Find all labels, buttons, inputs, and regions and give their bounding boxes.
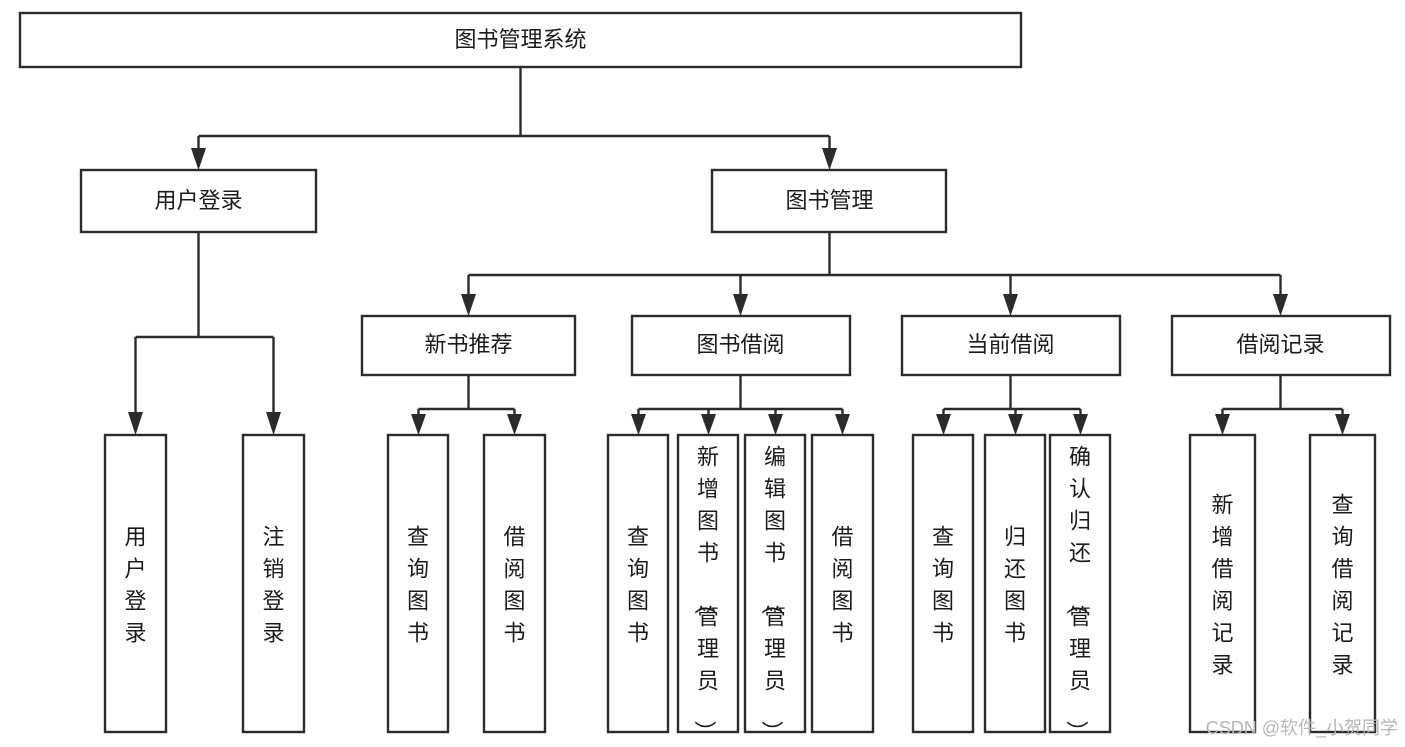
arrow-borrow-record-to-leaf-2 bbox=[1335, 414, 1350, 435]
arrow-book-manage-to-borrow-record bbox=[1273, 294, 1288, 316]
csdn-watermark: CSDN @软件_小贺同学 bbox=[1206, 718, 1398, 739]
node-leaf-query-book-1-box[interactable] bbox=[386, 433, 450, 734]
arrow-root-to-book-manage bbox=[822, 148, 837, 170]
node-leaf-add-book[interactable]: 新增图书（管理员） bbox=[676, 433, 740, 742]
node-leaf-borrow-book-1[interactable]: 借阅图书 bbox=[482, 433, 547, 734]
node-leaf-logout-login-label: 注销登录 bbox=[262, 524, 284, 645]
node-book-manage-box[interactable] bbox=[710, 168, 948, 234]
node-leaf-return-book[interactable]: 归还图书 bbox=[983, 433, 1047, 734]
node-book-borrow-box[interactable] bbox=[630, 314, 852, 377]
node-leaf-query-book-2[interactable]: 查询图书 bbox=[606, 433, 670, 734]
node-leaf-edit-book[interactable]: 编辑图书（管理员） bbox=[743, 433, 807, 742]
arrow-new-book-to-leaf-2 bbox=[507, 414, 522, 435]
node-leaf-query-borrow-rec[interactable]: 查询借阅记录 bbox=[1308, 433, 1377, 734]
arrow-book-borrow-to-leaf-2 bbox=[701, 414, 716, 435]
node-root-label: 图书管理系统 bbox=[454, 27, 586, 52]
node-leaf-query-book-2-label: 查询图书 bbox=[627, 524, 649, 645]
node-leaf-query-borrow-rec-box[interactable] bbox=[1308, 433, 1377, 734]
node-current-borrow[interactable]: 当前借阅 bbox=[900, 314, 1122, 377]
arrow-user-login-to-leaf-2 bbox=[266, 412, 281, 435]
node-book-manage[interactable]: 图书管理 bbox=[710, 168, 948, 234]
node-leaf-add-borrow-rec-box[interactable] bbox=[1188, 433, 1257, 734]
node-leaf-query-book-1[interactable]: 查询图书 bbox=[386, 433, 450, 734]
node-leaf-query-book-3-box[interactable] bbox=[911, 433, 975, 734]
connector-layer bbox=[128, 67, 1350, 435]
node-leaf-borrow-book-1-box[interactable] bbox=[482, 433, 547, 734]
node-leaf-return-book-box[interactable] bbox=[983, 433, 1047, 734]
node-root-box[interactable] bbox=[18, 11, 1023, 69]
node-leaf-query-book-3[interactable]: 查询图书 bbox=[911, 433, 975, 734]
node-leaf-confirm-return[interactable]: 确认归还（管理员） bbox=[1048, 433, 1112, 742]
node-leaf-confirm-return-label: 确认归还（管理员） bbox=[1064, 444, 1091, 742]
node-user-login[interactable]: 用户登录 bbox=[79, 168, 318, 234]
arrow-current-borrow-to-leaf-2 bbox=[1008, 414, 1023, 435]
arrow-new-book-to-leaf-1 bbox=[411, 414, 426, 435]
arrow-book-manage-to-new-book bbox=[461, 294, 476, 316]
node-leaf-borrow-book-2-box[interactable] bbox=[810, 433, 875, 734]
node-borrow-record-label: 借阅记录 bbox=[1236, 332, 1324, 357]
arrow-book-borrow-to-leaf-1 bbox=[631, 414, 646, 435]
node-user-login-box[interactable] bbox=[79, 168, 318, 234]
node-leaf-add-borrow-rec[interactable]: 新增借阅记录 bbox=[1188, 433, 1257, 734]
node-leaf-logout-login-box[interactable] bbox=[241, 433, 306, 734]
node-leaf-add-book-label: 新增图书（管理员） bbox=[692, 444, 719, 742]
node-current-borrow-box[interactable] bbox=[900, 314, 1122, 377]
node-leaf-user-login[interactable]: 用户登录 bbox=[103, 433, 168, 734]
node-leaf-add-book-box[interactable] bbox=[676, 433, 740, 734]
node-borrow-record-box[interactable] bbox=[1170, 314, 1392, 377]
node-leaf-add-borrow-rec-label: 新增借阅记录 bbox=[1211, 492, 1233, 677]
node-leaf-user-login-box[interactable] bbox=[103, 433, 168, 734]
node-leaf-edit-book-label: 编辑图书（管理员） bbox=[759, 444, 786, 742]
node-leaf-query-book-1-label: 查询图书 bbox=[407, 524, 429, 645]
arrow-book-borrow-to-leaf-4 bbox=[835, 414, 850, 435]
node-new-book-recommend-label: 新书推荐 bbox=[424, 332, 512, 357]
node-leaf-confirm-return-box[interactable] bbox=[1048, 433, 1112, 734]
node-book-borrow-label: 图书借阅 bbox=[696, 332, 784, 357]
node-current-borrow-label: 当前借阅 bbox=[966, 332, 1054, 357]
node-leaf-borrow-book-1-label: 借阅图书 bbox=[503, 524, 525, 645]
node-user-login-label: 用户登录 bbox=[154, 188, 242, 213]
node-new-book-recommend[interactable]: 新书推荐 bbox=[360, 314, 577, 377]
arrow-root-to-user-login bbox=[191, 148, 206, 170]
node-borrow-record[interactable]: 借阅记录 bbox=[1170, 314, 1392, 377]
node-new-book-recommend-box[interactable] bbox=[360, 314, 577, 377]
node-book-manage-label: 图书管理 bbox=[785, 188, 873, 213]
node-leaf-query-book-3-label: 查询图书 bbox=[932, 524, 954, 645]
arrow-current-borrow-to-leaf-3 bbox=[1073, 414, 1088, 435]
node-root[interactable]: 图书管理系统 bbox=[18, 11, 1023, 69]
arrow-book-manage-to-current-borrow bbox=[1003, 294, 1018, 316]
arrow-book-borrow-to-leaf-3 bbox=[768, 414, 783, 435]
node-leaf-return-book-label: 归还图书 bbox=[1004, 524, 1026, 645]
arrow-user-login-to-leaf-1 bbox=[128, 412, 143, 435]
node-leaf-edit-book-box[interactable] bbox=[743, 433, 807, 734]
arrow-book-manage-to-book-borrow bbox=[733, 294, 748, 316]
arrow-current-borrow-to-leaf-1 bbox=[936, 414, 951, 435]
node-book-borrow[interactable]: 图书借阅 bbox=[630, 314, 852, 377]
node-leaf-borrow-book-2-label: 借阅图书 bbox=[831, 524, 853, 645]
node-leaf-query-book-2-box[interactable] bbox=[606, 433, 670, 734]
arrow-borrow-record-to-leaf-1 bbox=[1215, 414, 1230, 435]
node-leaf-logout-login[interactable]: 注销登录 bbox=[241, 433, 306, 734]
node-leaf-user-login-label: 用户登录 bbox=[124, 524, 146, 645]
node-leaf-borrow-book-2[interactable]: 借阅图书 bbox=[810, 433, 875, 734]
node-leaf-query-borrow-rec-label: 查询借阅记录 bbox=[1331, 492, 1353, 677]
